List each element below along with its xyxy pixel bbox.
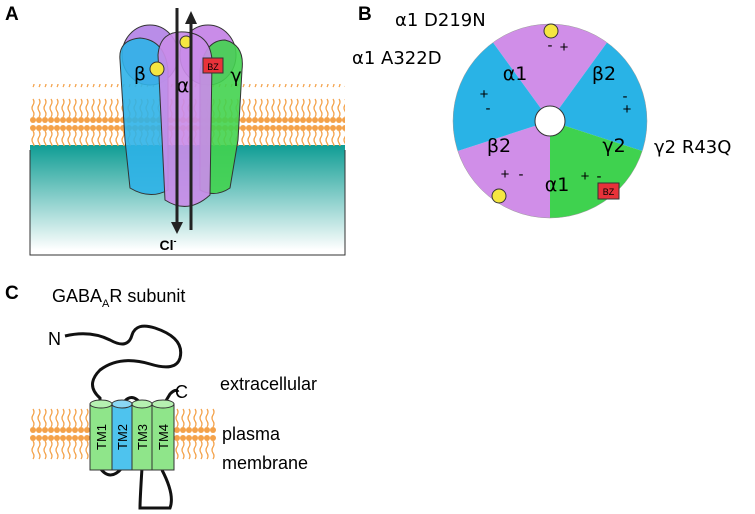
tm-segment-2: TM2 bbox=[111, 399, 133, 471]
n-terminus-label: N bbox=[48, 329, 61, 349]
interface-minus-upper-left: - bbox=[486, 100, 491, 117]
tm2-label: TM2 bbox=[115, 424, 130, 450]
interface-minus-top: - bbox=[548, 37, 553, 54]
plasma-label: plasma bbox=[222, 424, 281, 444]
interface-minus-upper-right: - bbox=[623, 88, 628, 105]
ring-wedge-alpha1-top bbox=[492, 24, 608, 122]
n-terminal-domain bbox=[64, 324, 183, 408]
cytoplasm-outline bbox=[29, 150, 346, 256]
chloride-flow-arrows bbox=[171, 8, 197, 234]
ring-label-alpha1-top: α1 bbox=[503, 63, 528, 85]
gaba-ligand-b-bottom bbox=[491, 188, 507, 204]
bz-site-b bbox=[597, 182, 620, 200]
gaba-ligand-b-top bbox=[543, 23, 559, 39]
ring-wedge-beta2-right bbox=[550, 42, 647, 151]
interface-plus-lower-right: + bbox=[581, 168, 590, 185]
panel-a-channel-diagram: BZ β α γ Cl- bbox=[29, 8, 346, 256]
subunit-title: GABAAR subunit bbox=[52, 286, 185, 310]
interface-plus-upper-left: + bbox=[480, 86, 489, 103]
bz-site-a bbox=[202, 57, 224, 74]
ring-wedge-gamma2 bbox=[550, 121, 643, 218]
channel-pore bbox=[534, 105, 566, 137]
beta-label: β bbox=[134, 63, 146, 85]
subunit-ring bbox=[453, 24, 647, 218]
gamma-label: γ bbox=[230, 65, 241, 87]
ring-label-alpha1-bottom: α1 bbox=[545, 174, 570, 196]
interface-minus-lower-left: - bbox=[519, 166, 524, 183]
tm4-label: TM4 bbox=[156, 424, 171, 450]
ring-label-beta2-left: β2 bbox=[487, 135, 511, 157]
gaba-ligand-a-left bbox=[149, 61, 165, 77]
panel-c-subunit-topology: GABAAR subunit TM1 TM2 TM3 bbox=[30, 286, 317, 510]
mutation-alpha1-a322d: α1 A322D bbox=[352, 48, 442, 69]
tm-segment-3: TM3 bbox=[131, 399, 153, 471]
tm1-label: TM1 bbox=[94, 424, 109, 450]
panel-label-b: B bbox=[358, 4, 372, 25]
receptor-subunit-alpha bbox=[157, 31, 213, 207]
chloride-charge: - bbox=[174, 236, 177, 246]
bz-label-b: BZ bbox=[603, 187, 615, 197]
panel-b-pentamer-diagram: α1 β2 γ2 α1 β2 - + + - - + + - + - BZ α1… bbox=[352, 10, 731, 219]
tm-segment-1: TM1 bbox=[89, 399, 113, 471]
chloride-ion-label: Cl- bbox=[160, 236, 177, 253]
c-terminus-label: C bbox=[175, 382, 188, 402]
tm-segment-4: TM4 bbox=[151, 399, 175, 471]
ring-wedge-beta2-left bbox=[453, 42, 550, 151]
interface-plus-upper-right: + bbox=[623, 101, 632, 118]
interface-plus-top: + bbox=[560, 39, 569, 56]
interface-minus-lower-right: - bbox=[597, 168, 602, 185]
mutation-gamma2-r43q: γ2 R43Q bbox=[654, 137, 731, 158]
tm3-label: TM3 bbox=[135, 424, 150, 450]
intracellular-loop-large bbox=[138, 467, 173, 510]
ring-label-beta2-right: β2 bbox=[592, 63, 616, 85]
bz-label-a: BZ bbox=[207, 62, 219, 72]
ring-wedge-alpha1-bottom bbox=[457, 121, 550, 218]
extracellular-label: extracellular bbox=[220, 374, 317, 394]
mutation-alpha1-d219n: α1 D219N bbox=[395, 10, 486, 31]
ring-label-gamma2: γ2 bbox=[602, 135, 625, 157]
membrane-label: membrane bbox=[222, 453, 308, 473]
subunit-title-subscript: A bbox=[102, 298, 110, 310]
alpha-label: α bbox=[177, 75, 190, 97]
interface-plus-lower-left: + bbox=[501, 166, 510, 183]
panel-label-c: C bbox=[5, 283, 19, 304]
c-terminal-tail bbox=[162, 388, 180, 405]
panel-label-a: A bbox=[5, 4, 19, 25]
